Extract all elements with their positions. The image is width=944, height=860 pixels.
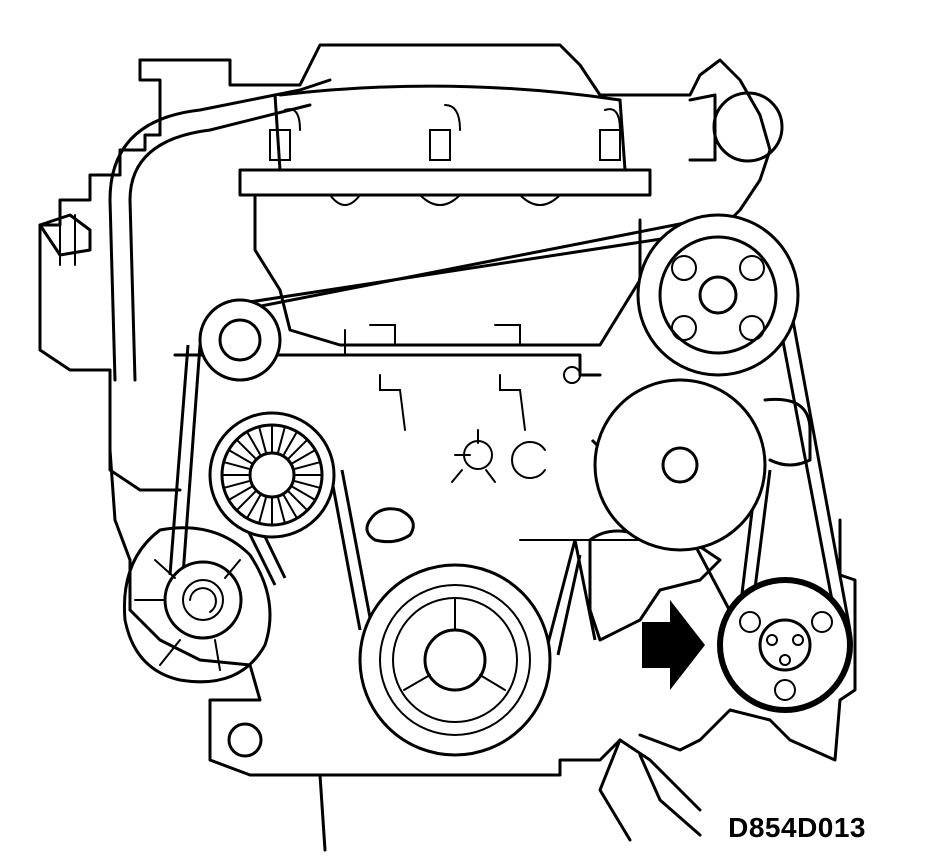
alternator-pulley: [636, 213, 800, 377]
tensioner-groove: [222, 480, 250, 489]
tensioner-groove: [246, 430, 261, 456]
tensioner-groove: [258, 425, 267, 453]
tensioner-groove: [235, 438, 257, 460]
tensioner-groove: [227, 449, 253, 464]
water-pump-pulley: [593, 378, 767, 552]
tensioner-groove: [227, 486, 253, 501]
tensioner-pulley: [208, 411, 336, 539]
arrow-icon: [642, 600, 705, 690]
tensioner-groove: [235, 490, 257, 512]
ac-compressor-pulley: [717, 577, 853, 713]
belt-tensioner: [122, 526, 272, 684]
tensioner-groove: [277, 497, 286, 525]
power-steering-pump-pulley: [763, 397, 812, 467]
tensioner-groove: [283, 430, 298, 456]
tensioner-groove: [294, 461, 322, 470]
tensioner-groove: [283, 494, 298, 520]
tensioner-groove: [294, 480, 322, 489]
tensioner-groove: [258, 497, 267, 525]
idler-pulley-top-left: [198, 298, 282, 382]
tensioner-groove: [291, 486, 317, 501]
tensioner-groove: [277, 425, 286, 453]
tensioner-groove: [246, 494, 261, 520]
tensioner-groove: [222, 461, 250, 470]
tensioner-groove: [291, 449, 317, 464]
tensioner-groove: [287, 438, 309, 460]
tensioner-groove: [287, 490, 309, 512]
figure-code: D854D013: [728, 812, 866, 843]
crankshaft-pulley: [358, 563, 552, 757]
